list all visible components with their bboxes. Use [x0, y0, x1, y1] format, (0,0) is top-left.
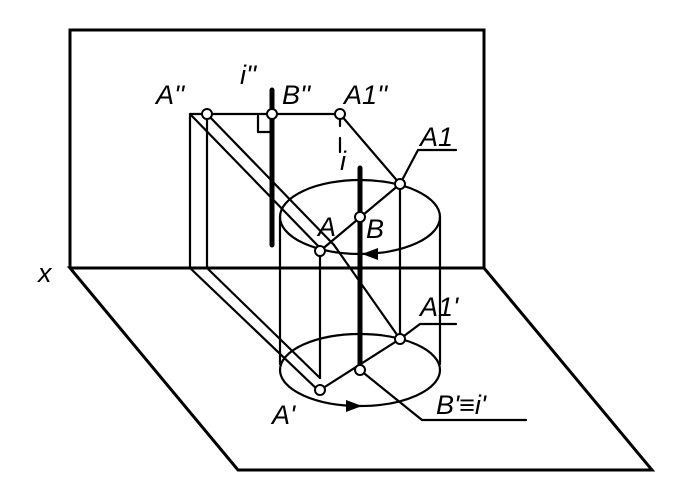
point-B-double-prime	[266, 108, 278, 120]
point-A-double-prime	[201, 108, 213, 120]
right-angle-mark	[256, 114, 274, 134]
label-B-double-prime: B''	[282, 80, 311, 110]
label-A: A	[316, 212, 336, 242]
point-A-prime	[314, 384, 326, 396]
horizontal-plane	[66, 266, 656, 472]
frontal-projection-lines	[188, 112, 402, 270]
label-A-double-prime: A''	[154, 80, 185, 110]
point-A1-prime	[394, 333, 406, 345]
label-i-double-prime: i''	[240, 60, 257, 90]
point-B	[354, 211, 366, 223]
point-B-prime	[354, 364, 366, 376]
rotation-arrow-upper	[362, 248, 378, 260]
label-A1: A1	[418, 122, 453, 152]
frontal-plane	[68, 28, 486, 268]
label-A1-prime: A1'	[418, 292, 459, 322]
space-lines	[188, 182, 442, 394]
label-B-prime-i-prime: B'≡i'	[436, 390, 487, 420]
label-A1-double-prime: A1''	[342, 80, 388, 110]
leader-lines	[358, 148, 528, 422]
label-B: B	[366, 214, 384, 244]
point-A	[314, 245, 326, 257]
label-x-axis: x	[36, 258, 53, 288]
rotation-arrow-lower	[346, 400, 362, 412]
point-A1	[394, 178, 406, 190]
point-A1-double-prime	[334, 108, 346, 120]
label-i: i	[340, 146, 347, 176]
label-A-prime: A'	[270, 400, 296, 430]
